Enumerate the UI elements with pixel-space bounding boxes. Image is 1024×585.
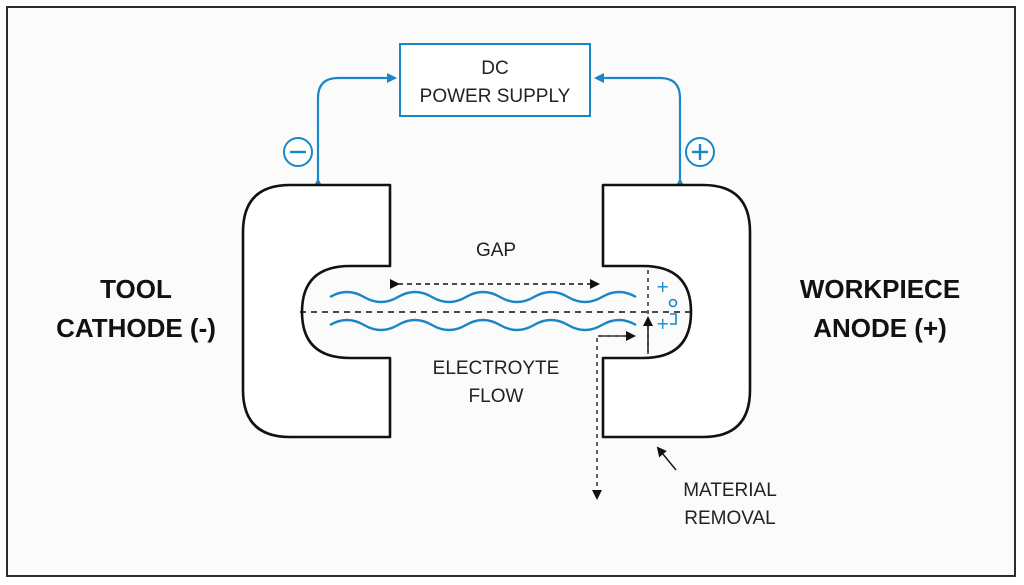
positive-terminal-icon xyxy=(685,137,715,167)
ion-plus-top: + xyxy=(656,277,669,296)
gap-label: GAP xyxy=(476,240,516,261)
workpiece-label-line2: ANODE (+) xyxy=(813,313,947,343)
power-supply-line1: DC xyxy=(481,58,508,79)
negative-wire xyxy=(313,73,397,188)
power-supply-line2: POWER SUPPLY xyxy=(420,86,571,107)
workpiece-anode-shape xyxy=(601,183,752,439)
material-removal-pointer xyxy=(656,446,677,471)
tool-label-line2: CATHODE (-) xyxy=(56,313,216,343)
ion-plus-bottom: + xyxy=(656,314,669,333)
electrolyte-wave-bottom xyxy=(329,318,637,332)
bubble-icon xyxy=(668,298,678,308)
negative-terminal-icon xyxy=(283,137,313,167)
tool-cathode-shape xyxy=(241,183,392,439)
power-supply-box: DC POWER SUPPLY xyxy=(399,43,591,117)
material-removal-line1: MATERIAL xyxy=(683,480,777,501)
electrolyte-flow-path xyxy=(592,335,635,500)
workpiece-label-line1: WORKPIECE xyxy=(800,274,960,304)
tool-label-line1: TOOL xyxy=(100,274,172,304)
positive-wire xyxy=(594,73,685,188)
electrolyte-label-line2: FLOW xyxy=(469,386,524,407)
electrolyte-label-line1: ELECTROYTE xyxy=(433,358,560,379)
material-removal-line2: REMOVAL xyxy=(684,508,776,529)
ion-bracket-icon xyxy=(670,313,677,325)
electrolyte-wave-top xyxy=(329,290,637,304)
